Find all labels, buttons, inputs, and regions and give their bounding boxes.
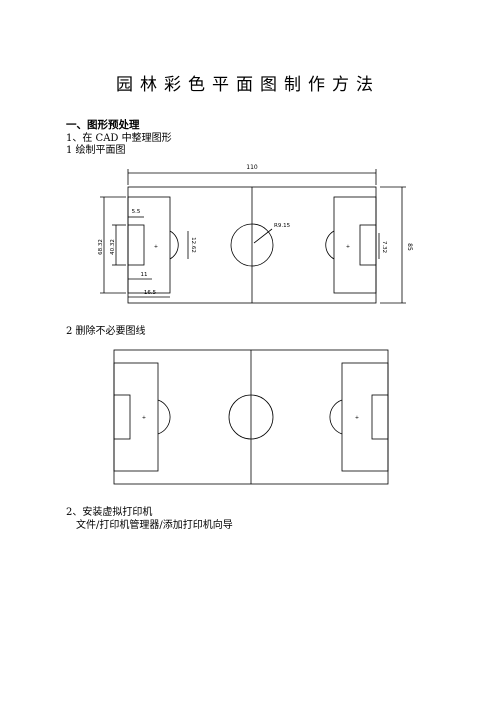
right-penalty-area <box>333 196 377 294</box>
section-heading-preprocess: 一、图形预处理 <box>66 119 140 131</box>
dim-label-width: 85 <box>406 243 413 251</box>
step-draw-plan: 1 绘制平面图 <box>66 145 126 156</box>
svg-text:+: + <box>142 415 146 421</box>
dim-label-right-goal: 7.32 <box>381 241 387 253</box>
svg-text:+: + <box>154 244 158 250</box>
right-penalty-arc <box>325 230 335 260</box>
step-install-printer: 2、安装虚拟打印机 <box>66 507 153 518</box>
right-penalty-arc <box>329 399 343 435</box>
document-title: 园林彩色平面图制作方法 <box>116 75 380 95</box>
center-circle <box>228 394 274 440</box>
right-goal-area <box>371 394 389 440</box>
dim-label-penalty-spot: 11 <box>141 272 148 278</box>
dim-label-penalty-depth: 16.5 <box>144 290 157 296</box>
dim-label-arc: 12.62 <box>190 237 196 253</box>
dim-label-goal-depth: 5.5 <box>132 209 141 215</box>
svg-text:+: + <box>355 415 359 421</box>
step-remove-lines: 2 删除不必要图线 <box>66 326 146 337</box>
pitch-plan-with-dimensions: + + 110 85 68.32 40.32 5.5 11 16.5 12.62… <box>98 164 413 304</box>
left-goal-area <box>113 394 131 440</box>
dim-label-circle-radius: R9.15 <box>274 223 291 229</box>
dim-label-penalty-width: 40.32 <box>110 239 116 255</box>
center-circle <box>230 223 274 267</box>
right-penalty-area <box>341 362 389 472</box>
right-goal-area <box>359 224 377 266</box>
svg-text:+: + <box>346 244 350 250</box>
left-penalty-arc <box>157 399 171 435</box>
dim-label-length: 110 <box>246 164 258 171</box>
left-goal-area <box>127 224 145 266</box>
left-penalty-arc <box>169 230 179 260</box>
left-penalty-area <box>113 362 159 472</box>
step-printer-path: 文件/打印机管理器/添加打印机向导 <box>76 520 233 531</box>
radius-leader <box>253 228 273 244</box>
pitch-plan-clean: + + <box>113 349 389 485</box>
dim-label-pitch-width: 68.32 <box>98 239 104 255</box>
step-cad-organize: 1、在 CAD 中整理图形 <box>66 133 172 144</box>
